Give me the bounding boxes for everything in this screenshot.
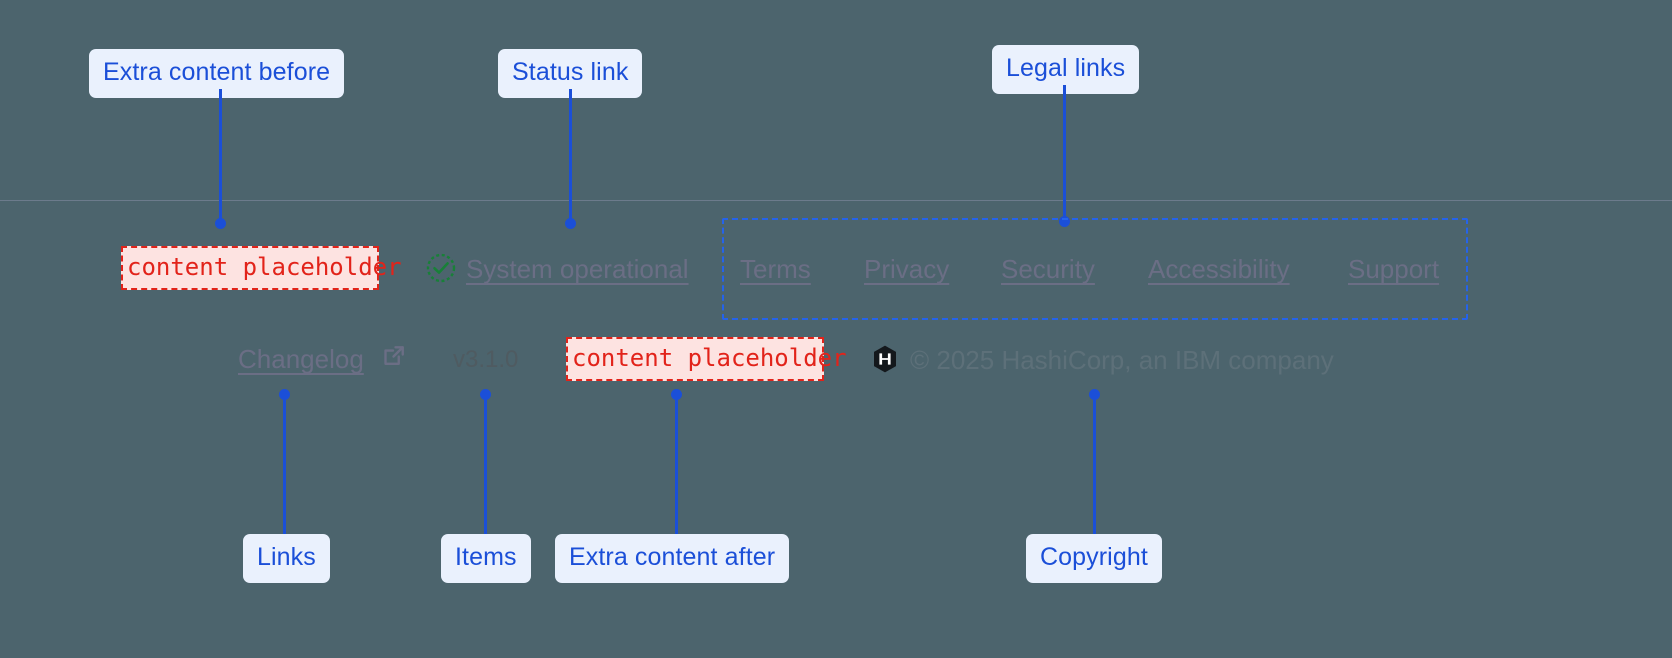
leader-dot-legal-links [1059, 216, 1070, 227]
callout-items: Items [441, 534, 531, 583]
copyright-text: © 2025 HashiCorp, an IBM company [910, 345, 1334, 375]
external-link-icon[interactable] [378, 342, 408, 377]
legal-link-privacy[interactable]: Privacy [864, 254, 950, 284]
callout-extra-content-before: Extra content before [89, 49, 345, 98]
legal-link-accessibility[interactable]: Accessibility [1148, 254, 1290, 284]
status-link[interactable]: System operational [466, 254, 689, 284]
callout-extra-content-after: Extra content after [555, 534, 790, 583]
leader-line-extra-content-before [219, 89, 222, 220]
version-label: v3.1.0 [453, 346, 519, 373]
legal-link-support[interactable]: Support [1348, 254, 1440, 284]
legal-link-security[interactable]: Security [1001, 254, 1095, 284]
check-circle-icon [425, 252, 457, 289]
leader-line-items [484, 394, 487, 535]
leader-line-legal-links [1063, 85, 1066, 219]
legal-link-terms[interactable]: Terms [740, 254, 811, 284]
callout-links: Links [243, 534, 330, 583]
legal-links-group-highlight [722, 218, 1468, 320]
leader-line-extra-content-after [675, 394, 678, 535]
callout-copyright: Copyright [1026, 534, 1162, 583]
content-placeholder-before: content placeholder [121, 246, 402, 290]
leader-line-status-link [569, 89, 572, 220]
changelog-link[interactable]: Changelog [238, 344, 364, 374]
leader-dot-status-link [565, 218, 576, 229]
content-placeholder-after: content placeholder [566, 337, 847, 381]
leader-line-links [283, 394, 286, 535]
leader-dot-extra-content-before [215, 218, 226, 229]
hashicorp-logo-icon [869, 343, 901, 380]
leader-line-copyright [1093, 394, 1096, 535]
